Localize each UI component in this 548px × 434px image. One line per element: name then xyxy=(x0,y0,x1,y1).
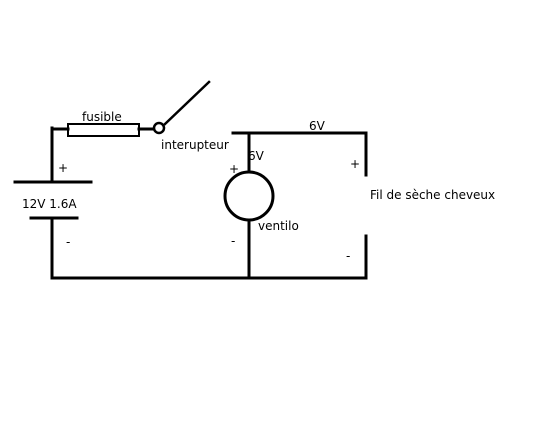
fan-plus-sign: + xyxy=(229,162,239,176)
switch-pivot xyxy=(152,121,166,135)
heater-plus-sign: + xyxy=(350,157,360,171)
battery-plus-sign: + xyxy=(58,161,68,175)
switch-label: interupteur xyxy=(161,138,229,152)
fan-label: ventilo xyxy=(258,219,299,233)
fuse-symbol xyxy=(67,123,140,137)
top-voltage-label: 6V xyxy=(309,119,326,133)
heater-minus-sign: - xyxy=(346,249,350,263)
battery-label: 12V 1.6A xyxy=(22,197,77,211)
fan-minus-sign: - xyxy=(231,234,235,248)
fan-symbol xyxy=(223,170,275,222)
heater-label: Fil de sèche cheveux xyxy=(370,188,495,202)
battery-minus-sign: - xyxy=(66,235,70,249)
switch-lever xyxy=(163,80,211,126)
fuse-label: fusible xyxy=(82,110,122,124)
fan-voltage-label: 6V xyxy=(248,149,265,163)
